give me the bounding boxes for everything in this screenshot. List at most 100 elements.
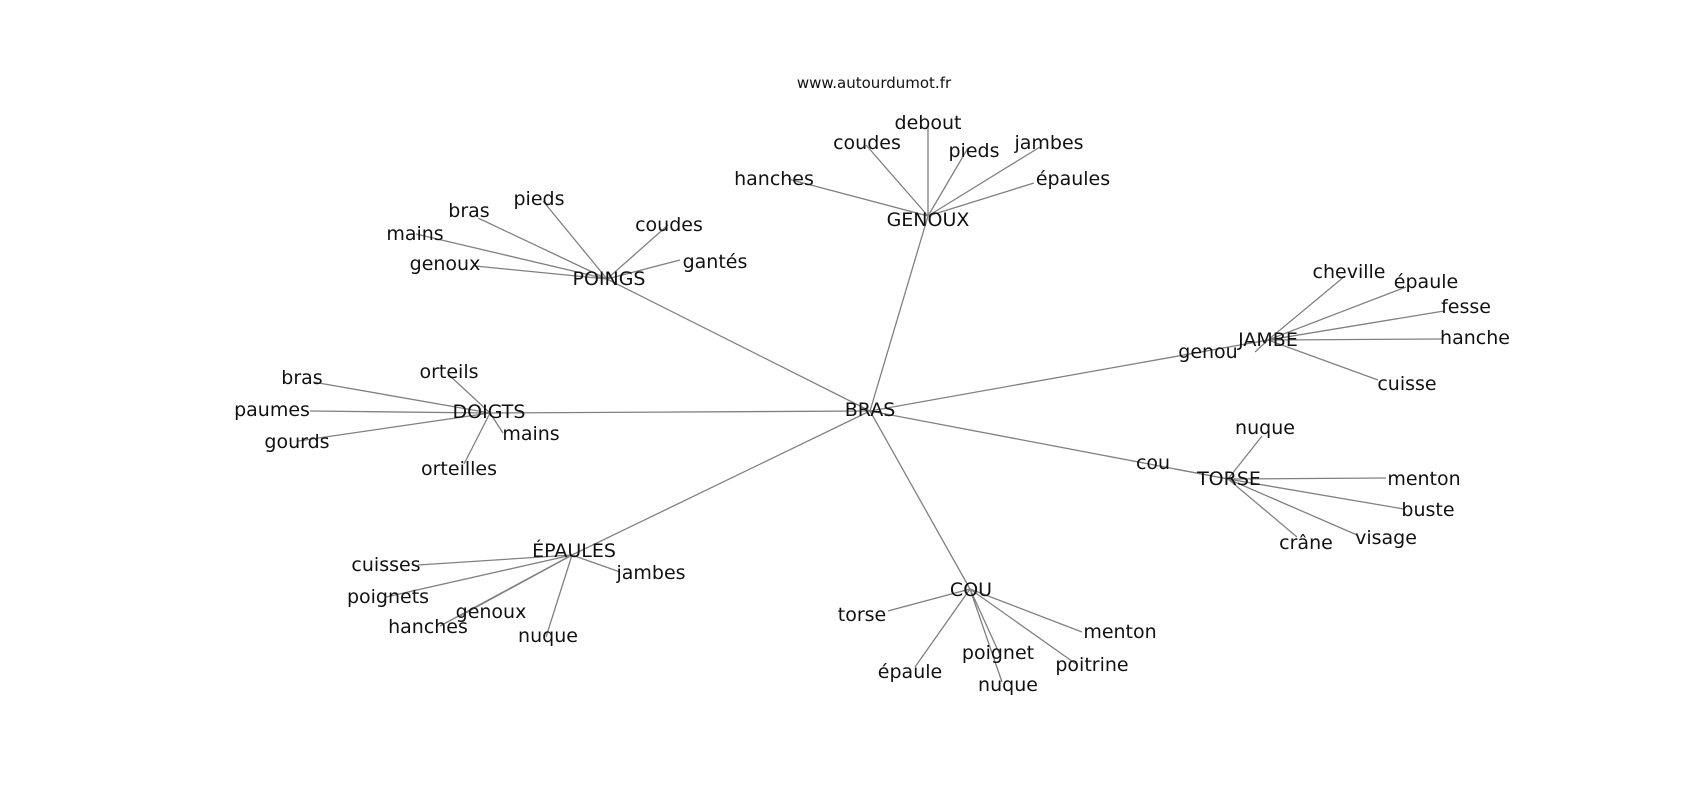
node-leaf[interactable]: épaule [878,661,942,683]
node-leaf[interactable]: jambes [615,562,685,584]
edge-epaules-leaf [545,554,573,638]
graph-labels: BRAS POINGS bras pieds mains genoux coudes gant… [234,112,1510,696]
node-leaf[interactable]: mains [386,223,443,245]
edge-epaules-leaf [571,554,621,573]
node-leaf[interactable]: fesse [1441,296,1491,318]
node-leaf[interactable]: paumes [234,399,310,421]
node-leaf[interactable]: gourds [264,431,329,453]
node-hub-torse[interactable]: TORSE [1196,468,1261,490]
edge-jambe-leaf [1267,286,1407,341]
edge-doigts-leaf [489,412,504,434]
node-leaf[interactable]: bras [281,367,322,389]
node-leaf[interactable]: pieds [514,188,565,210]
edge-jambe-leaf [1267,275,1346,341]
node-hub-cou[interactable]: COU [950,579,992,601]
node-leaf[interactable]: pieds [949,140,1000,162]
edge-center-torse [869,410,1229,480]
node-hub-doigts[interactable]: DOIGTS [453,401,526,423]
node-leaf[interactable]: épaule [1394,271,1458,293]
edge-poings-leaf [606,224,669,280]
edge-center-epaules [571,410,871,556]
edge-jambe-leaf [1267,310,1445,341]
node-leaf[interactable]: hanches [388,616,468,638]
node-center[interactable]: BRAS [845,399,896,421]
edge-cou-leaf [969,588,1001,656]
edge-genoux-leaf [865,144,929,217]
node-leaf[interactable]: genou [1178,341,1237,363]
site-url: www.autourdumot.fr [797,74,952,92]
edge-doigts-leaf [309,410,491,414]
edge-poings-leaf [477,217,608,280]
edge-doigts-leaf [312,381,491,414]
node-leaf[interactable]: crâne [1279,532,1333,554]
node-hub-epaules[interactable]: ÉPAULES [532,539,616,562]
edge-poings-leaf [474,265,608,280]
edge-torse-leaf [1174,468,1229,480]
node-leaf[interactable]: coudes [833,132,901,154]
edge-genoux-leaf [927,146,1041,217]
node-leaf[interactable]: épaules [1036,168,1110,190]
edge-doigts-leaf [297,412,491,442]
edge-epaules-leaf [417,554,573,566]
node-leaf[interactable]: cuisses [351,554,420,576]
node-leaf[interactable]: orteilles [421,458,497,480]
edge-genoux-leaf [787,178,929,217]
node-hub-poings[interactable]: POINGS [572,268,645,290]
node-leaf[interactable]: poitrine [1055,654,1128,676]
node-leaf[interactable]: menton [1387,468,1460,490]
edge-doigts-leaf [463,412,491,465]
edge-genoux-leaf [927,182,1035,217]
node-leaf[interactable]: cheville [1313,261,1386,283]
node-leaf[interactable]: visage [1355,527,1417,549]
edge-poings-leaf [542,200,608,280]
edge-jambe-leaf [1267,338,1443,341]
node-hub-jambe[interactable]: JAMBE [1237,329,1298,351]
node-leaf[interactable]: poignets [347,586,429,608]
edge-center-cou [869,410,971,590]
node-leaf[interactable]: poignet [962,642,1034,664]
node-leaf[interactable]: torse [838,604,886,626]
edge-poings-leaf [415,233,608,280]
edge-torse-leaf [1227,435,1263,480]
edge-poings-leaf [606,259,681,280]
edge-jambe-leaf [1267,339,1379,381]
edge-center-genoux [869,215,929,412]
node-leaf[interactable]: coudes [635,214,703,236]
node-leaf[interactable]: bras [448,200,489,222]
edge-epaules-leaf [385,554,573,598]
graph-edges [297,126,1445,683]
node-leaf[interactable]: jambes [1013,132,1083,154]
edge-jambe-leaf [1254,339,1269,353]
edge-torse-leaf [1227,478,1358,536]
node-leaf[interactable]: hanches [734,168,814,190]
edge-cou-leaf [969,588,1003,683]
edge-torse-leaf [1227,477,1387,480]
node-leaf[interactable]: genoux [456,601,527,623]
edge-torse-leaf [1227,478,1298,538]
node-leaf[interactable]: hanche [1440,327,1510,349]
node-leaf[interactable]: orteils [419,361,478,383]
edge-cou-leaf [969,588,1077,665]
node-leaf[interactable]: cou [1136,452,1170,474]
edge-cou-leaf [887,588,971,612]
node-leaf[interactable]: cuisse [1377,373,1436,395]
edge-center-poings [606,278,871,412]
node-leaf[interactable]: gantés [683,251,748,273]
node-leaf[interactable]: nuque [1235,417,1295,439]
edge-epaules-leaf [439,554,573,627]
edge-cou-leaf [969,588,1083,633]
node-leaf[interactable]: genoux [410,253,481,275]
edge-genoux-leaf [927,147,969,217]
edge-center-jambe [869,339,1269,412]
edge-cou-leaf [914,588,971,668]
node-leaf[interactable]: debout [895,112,962,134]
node-leaf[interactable]: menton [1083,621,1156,643]
node-leaf[interactable]: buste [1401,499,1454,521]
node-hub-genoux[interactable]: GENOUX [887,209,970,231]
node-leaf[interactable]: nuque [518,625,578,647]
edge-center-doigts [489,410,871,414]
node-leaf[interactable]: mains [502,423,559,445]
node-leaf[interactable]: nuque [978,674,1038,696]
edge-torse-leaf [1227,478,1405,510]
